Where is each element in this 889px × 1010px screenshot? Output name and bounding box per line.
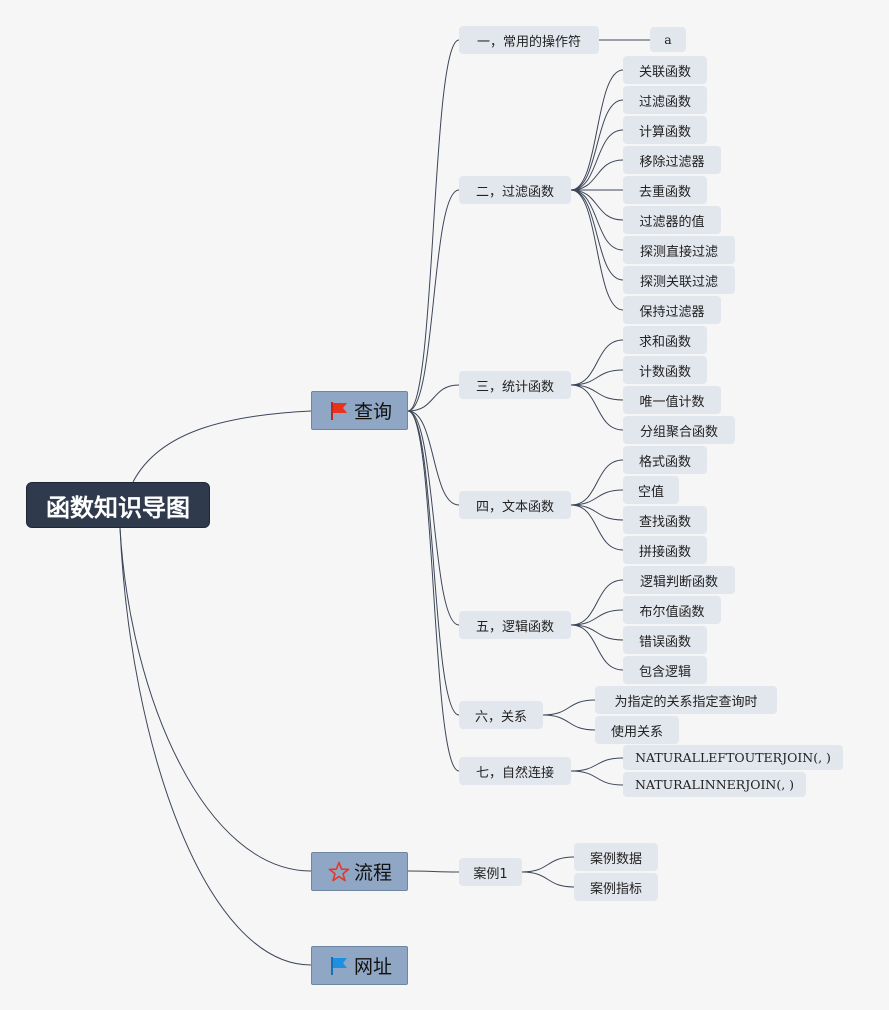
main-topic-label: 查询 xyxy=(354,401,393,423)
red-star-outline-icon xyxy=(328,861,350,883)
link-query-section-2 xyxy=(407,384,460,412)
root-topic[interactable]: 函数知识导图 xyxy=(26,482,210,528)
link-query-section-3 xyxy=(407,410,460,506)
link-relationship-leaf-0 xyxy=(542,699,596,716)
leaf-relationship-1[interactable]: 使用关系 xyxy=(595,716,679,744)
leaf-logic-0[interactable]: 逻辑判断函数 xyxy=(623,566,735,594)
root-topic-label: 函数知识导图 xyxy=(46,493,190,522)
leaf-statistic-0[interactable]: 求和函数 xyxy=(623,326,707,354)
leaf-filter-2[interactable]: 计算函数 xyxy=(623,116,707,144)
leaf-case-metrics[interactable]: 案例指标 xyxy=(574,873,658,901)
leaf-filter-7[interactable]: 探测关联过滤 xyxy=(623,266,735,294)
section-filter-functions[interactable]: 二，过滤函数 xyxy=(459,176,571,204)
link-root-website xyxy=(119,527,312,966)
link-text-leaf-2 xyxy=(570,504,624,521)
red-flag-icon xyxy=(328,400,350,422)
link-query-section-6 xyxy=(407,410,460,772)
link-filter-leaf-6 xyxy=(570,189,624,251)
leaf-filter-1[interactable]: 过滤函数 xyxy=(623,86,707,114)
link-filter-leaf-0 xyxy=(570,69,624,191)
section-operators[interactable]: 一，常用的操作符 xyxy=(459,26,599,54)
blue-flag-icon xyxy=(328,955,350,977)
leaf-logic-3[interactable]: 包含逻辑 xyxy=(623,656,707,684)
link-case-leaf-1 xyxy=(521,871,575,888)
section-statistic-functions[interactable]: 三，统计函数 xyxy=(459,371,571,399)
leaf-logic-2[interactable]: 错误函数 xyxy=(623,626,707,654)
leaf-text-3[interactable]: 拼接函数 xyxy=(623,536,707,564)
link-logic-leaf-1 xyxy=(570,609,624,626)
link-relationship-leaf-1 xyxy=(542,714,596,731)
section-case-1[interactable]: 案例1 xyxy=(459,858,522,886)
leaf-filter-6[interactable]: 探测直接过滤 xyxy=(623,236,735,264)
link-natural-join-leaf-0 xyxy=(570,757,624,772)
leaf-text-1[interactable]: 空值 xyxy=(623,476,679,504)
link-natural-join-leaf-1 xyxy=(570,770,624,786)
link-filter-leaf-8 xyxy=(570,189,624,311)
link-query-section-1 xyxy=(407,189,460,412)
link-query-section-4 xyxy=(407,410,460,626)
leaf-statistic-1[interactable]: 计数函数 xyxy=(623,356,707,384)
link-query-section-5 xyxy=(407,410,460,716)
leaf-case-data[interactable]: 案例数据 xyxy=(574,843,658,871)
link-statistic-leaf-3 xyxy=(570,384,624,431)
link-case-leaf-0 xyxy=(521,856,575,873)
leaf-filter-3[interactable]: 移除过滤器 xyxy=(623,146,721,174)
section-text-functions[interactable]: 四，文本函数 xyxy=(459,491,571,519)
link-logic-leaf-3 xyxy=(570,624,624,671)
link-filter-leaf-5 xyxy=(570,189,624,221)
link-process-case xyxy=(407,870,460,873)
link-logic-leaf-0 xyxy=(570,579,624,626)
section-logic-functions[interactable]: 五，逻辑函数 xyxy=(459,611,571,639)
leaf-filter-4[interactable]: 去重函数 xyxy=(623,176,707,204)
leaf-filter-0[interactable]: 关联函数 xyxy=(623,56,707,84)
link-filter-leaf-1 xyxy=(570,99,624,191)
leaf-relationship-0[interactable]: 为指定的关系指定查询时 xyxy=(595,686,777,714)
main-topic-website[interactable]: 网址 xyxy=(311,946,408,985)
main-topic-label: 流程 xyxy=(354,862,393,884)
link-root-process xyxy=(119,527,312,872)
leaf-natural-join-0[interactable]: NATURALLEFTOUTERJOIN(, ) xyxy=(623,745,843,770)
leaf-statistic-2[interactable]: 唯一值计数 xyxy=(623,386,721,414)
link-text-leaf-1 xyxy=(570,489,624,506)
link-logic-leaf-2 xyxy=(570,624,624,641)
link-filter-leaf-3 xyxy=(570,159,624,191)
leaf-operator-a[interactable]: a xyxy=(650,27,686,52)
link-statistic-leaf-2 xyxy=(570,384,624,401)
link-statistic-leaf-0 xyxy=(570,339,624,386)
link-filter-leaf-7 xyxy=(570,189,624,281)
link-root-query xyxy=(132,410,312,483)
leaf-natural-join-1[interactable]: NATURALINNERJOIN(, ) xyxy=(623,772,806,797)
link-statistic-leaf-1 xyxy=(570,369,624,386)
leaf-logic-1[interactable]: 布尔值函数 xyxy=(623,596,721,624)
link-filter-leaf-2 xyxy=(570,129,624,191)
main-topic-label: 网址 xyxy=(354,956,393,978)
leaf-filter-8[interactable]: 保持过滤器 xyxy=(623,296,721,324)
leaf-text-0[interactable]: 格式函数 xyxy=(623,446,707,474)
main-topic-query[interactable]: 查询 xyxy=(311,391,408,430)
link-text-leaf-3 xyxy=(570,504,624,551)
leaf-text-2[interactable]: 查找函数 xyxy=(623,506,707,534)
leaf-statistic-3[interactable]: 分组聚合函数 xyxy=(623,416,735,444)
section-natural-join[interactable]: 七，自然连接 xyxy=(459,757,571,785)
leaf-filter-5[interactable]: 过滤器的值 xyxy=(623,206,721,234)
main-topic-process[interactable]: 流程 xyxy=(311,852,408,891)
section-relationships[interactable]: 六，关系 xyxy=(459,701,543,729)
link-query-section-0 xyxy=(407,39,460,412)
link-text-leaf-0 xyxy=(570,459,624,506)
